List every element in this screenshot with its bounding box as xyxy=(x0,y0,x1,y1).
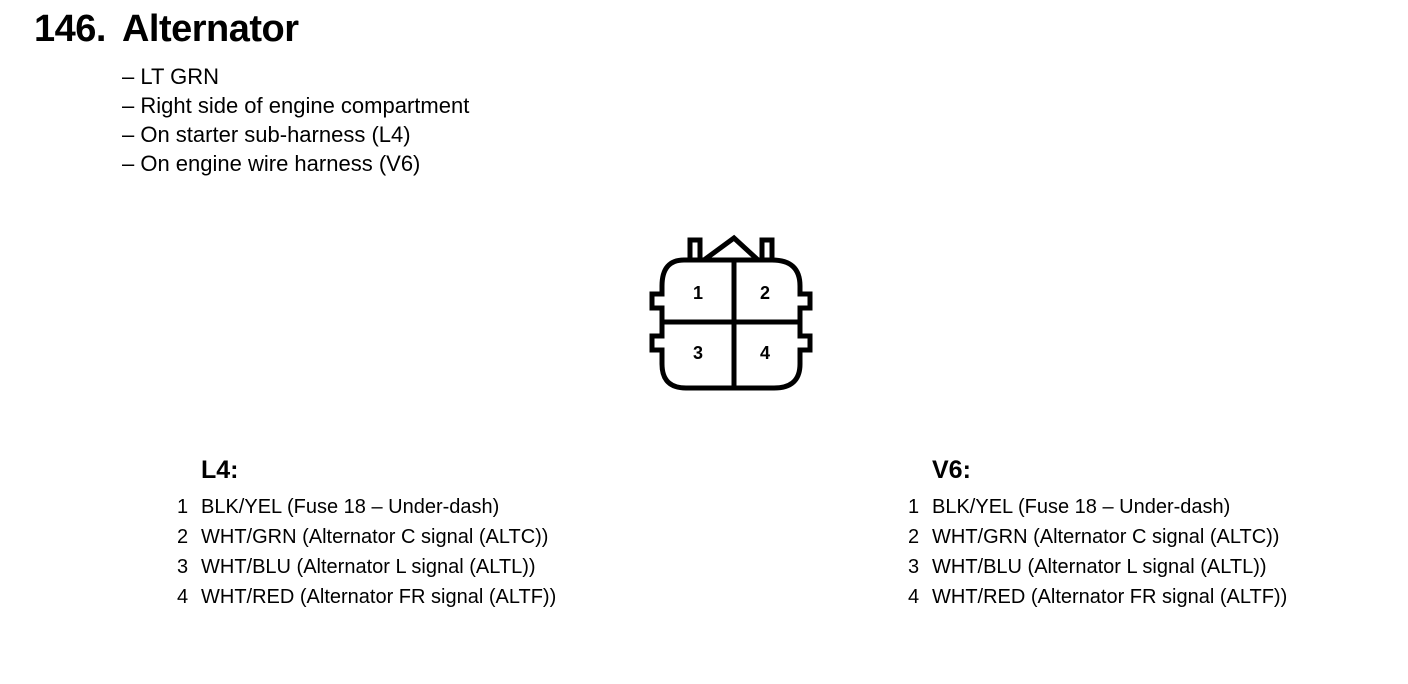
connector-outline xyxy=(649,257,813,391)
component-number: 146. xyxy=(34,8,106,50)
connector-key-left xyxy=(687,237,703,260)
pin-row: 4 WHT/RED (Alternator FR signal (ALTF)) xyxy=(903,582,1287,612)
pin-row: 1 BLK/YEL (Fuse 18 – Under-dash) xyxy=(903,492,1287,522)
pin-row: 2 WHT/GRN (Alternator C signal (ALTC)) xyxy=(903,522,1287,552)
pin-number: 3 xyxy=(177,556,189,578)
pin-row: 3 WHT/BLU (Alternator L signal (ALTL)) xyxy=(172,552,556,582)
pin-number: 1 xyxy=(908,496,920,518)
section-heading: L4: xyxy=(201,456,239,484)
pin-row: 4 WHT/RED (Alternator FR signal (ALTF)) xyxy=(172,582,556,612)
cavity-3: 3 xyxy=(693,343,703,363)
pin-description: WHT/RED (Alternator FR signal (ALTF)) xyxy=(932,586,1288,608)
pin-description: WHT/GRN (Alternator C signal (ALTC)) xyxy=(201,526,549,548)
pin-description: BLK/YEL (Fuse 18 – Under-dash) xyxy=(932,496,1231,518)
detail-harness-l4: – On starter sub-harness (L4) xyxy=(122,122,411,147)
component-name: Alternator xyxy=(121,8,299,50)
pin-description: WHT/GRN (Alternator C signal (ALTC)) xyxy=(932,526,1280,548)
pin-number: 2 xyxy=(908,526,920,548)
pin-description: BLK/YEL (Fuse 18 – Under-dash) xyxy=(201,496,500,518)
section-heading: V6: xyxy=(932,456,971,484)
pin-number: 1 xyxy=(177,496,189,518)
pin-number: 4 xyxy=(177,586,189,608)
pin-number: 3 xyxy=(908,556,920,578)
connector-diagram: 1 2 3 4 xyxy=(649,234,813,391)
detail-color: – LT GRN xyxy=(122,64,219,89)
component-details: – LT GRN – Right side of engine compartm… xyxy=(122,62,469,178)
pin-description: WHT/RED (Alternator FR signal (ALTF)) xyxy=(201,586,557,608)
cavity-2: 2 xyxy=(760,283,770,303)
cavity-1: 1 xyxy=(693,283,703,303)
pin-description: WHT/BLU (Alternator L signal (ALTL)) xyxy=(932,556,1267,578)
detail-harness-v6: – On engine wire harness (V6) xyxy=(122,151,421,176)
connector-latch xyxy=(702,234,760,263)
connector-key-right xyxy=(759,237,775,260)
pin-description: WHT/BLU (Alternator L signal (ALTL)) xyxy=(201,556,536,578)
cavity-4: 4 xyxy=(760,343,770,363)
pin-number: 4 xyxy=(908,586,920,608)
page-title: 146. Alternator xyxy=(34,8,299,51)
pin-number: 2 xyxy=(177,526,189,548)
pin-row: 3 WHT/BLU (Alternator L signal (ALTL)) xyxy=(903,552,1287,582)
pin-row: 1 BLK/YEL (Fuse 18 – Under-dash) xyxy=(172,492,556,522)
pin-row: 2 WHT/GRN (Alternator C signal (ALTC)) xyxy=(172,522,556,552)
detail-location: – Right side of engine compartment xyxy=(122,93,470,118)
